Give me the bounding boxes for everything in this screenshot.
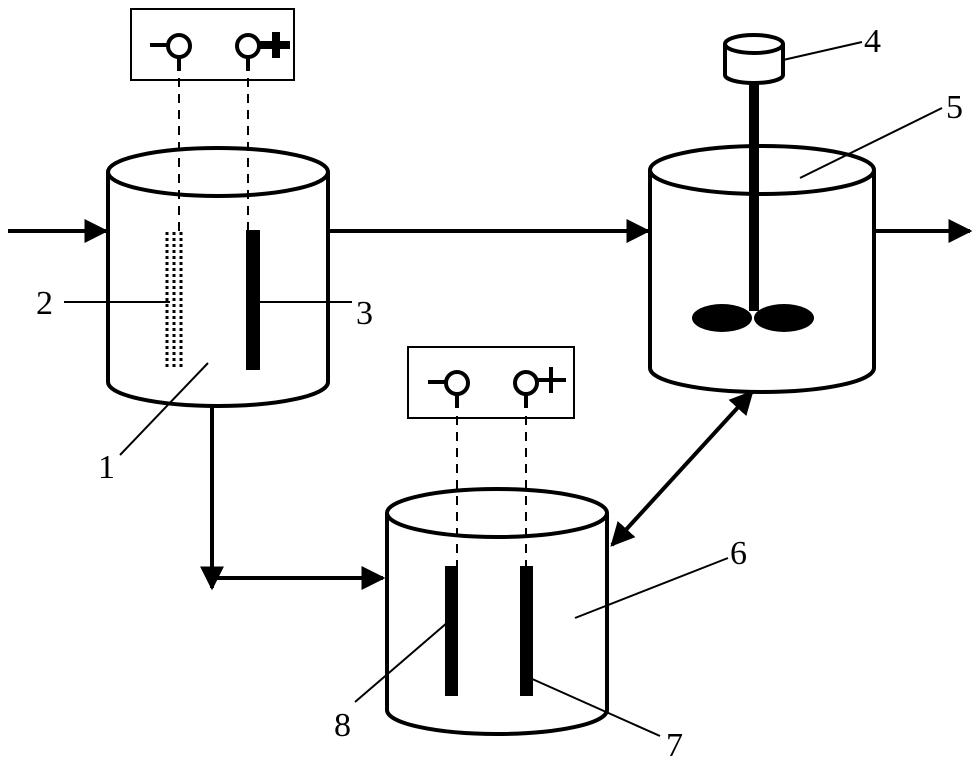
label-7: 7: [666, 727, 683, 761]
power-supply-top-box: [130, 8, 295, 81]
electrode-3-plate: [246, 230, 260, 370]
label-6: 6: [730, 535, 747, 572]
impeller-blade-right: [754, 304, 814, 332]
power-supply-bottom-box: [407, 346, 575, 419]
motor-4: [723, 33, 785, 85]
positive-terminal-icon-bottom: [513, 370, 539, 396]
positive-terminal-sign-bottom: [537, 367, 566, 393]
stirrer-shaft: [749, 83, 759, 311]
leader-line-8: [354, 621, 449, 703]
positive-terminal-sign: [259, 32, 290, 58]
label-4: 4: [864, 23, 881, 60]
positive-terminal-icon: [235, 33, 261, 59]
electrode-2-mesh: [165, 232, 183, 368]
tank-1: [106, 146, 330, 408]
label-5: 5: [946, 89, 963, 126]
power-supply-top: [130, 8, 295, 81]
leader-line-4: [782, 41, 863, 61]
electrode-8-plate: [445, 566, 458, 696]
power-supply-bottom: [407, 346, 575, 419]
negative-terminal-icon-bottom: [444, 370, 470, 396]
label-3: 3: [356, 295, 373, 332]
label-2: 2: [36, 285, 53, 322]
label-1: 1: [98, 449, 115, 486]
tank-6: [385, 487, 609, 736]
impeller-blade-left: [692, 304, 752, 332]
negative-terminal-icon: [166, 33, 192, 59]
leader-line-5: [799, 107, 943, 179]
leader-line-6: [574, 557, 729, 619]
flow-arrow-tank5-tank6-bidirectional: [610, 390, 754, 547]
label-8: 8: [334, 707, 351, 744]
electrode-7-plate: [520, 566, 533, 696]
leader-line-7: [529, 677, 661, 737]
leader-line-1: [119, 362, 209, 456]
tank-5: [648, 144, 876, 394]
